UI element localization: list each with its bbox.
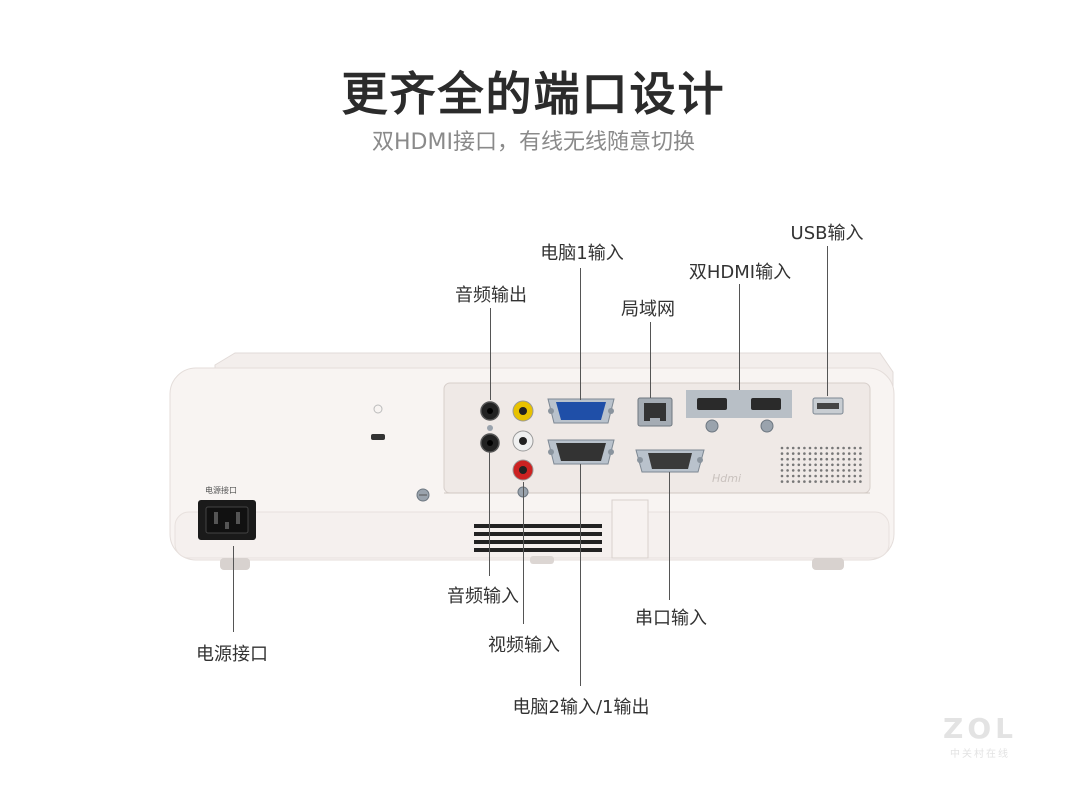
leader-serial bbox=[669, 472, 670, 600]
watermark: ZOL 中关村在线 bbox=[943, 712, 1017, 760]
hdmi-printed-logo: Hdmi bbox=[712, 472, 742, 485]
label-dual-hdmi-in: 双HDMI输入 bbox=[688, 262, 792, 283]
hdmi-port-2 bbox=[751, 398, 781, 410]
leader-audio-out bbox=[490, 308, 491, 400]
label-power-port: 电源接口 bbox=[196, 644, 268, 665]
leader-lan bbox=[650, 322, 651, 398]
vent-slots bbox=[474, 524, 602, 552]
label-usb-in: USB输入 bbox=[790, 223, 864, 244]
power-inlet-printed-label: 电源接口 bbox=[205, 486, 237, 495]
leader-pc2 bbox=[580, 464, 581, 686]
label-serial-in: 串口输入 bbox=[635, 608, 707, 629]
watermark-logo: ZOL bbox=[943, 712, 1017, 745]
leader-hdmi bbox=[739, 284, 740, 390]
watermark-text: 中关村在线 bbox=[950, 749, 1011, 760]
label-lan: 局域网 bbox=[621, 299, 675, 320]
label-audio-out: 音频输出 bbox=[455, 285, 527, 306]
label-audio-in: 音频输入 bbox=[447, 586, 519, 607]
leader-usb bbox=[827, 246, 828, 396]
label-pc2-in-1-out: 电脑2输入/1输出 bbox=[512, 697, 650, 718]
page-title: 更齐全的端口设计 bbox=[341, 67, 726, 121]
foot-left bbox=[220, 558, 250, 570]
security-slot bbox=[371, 434, 385, 440]
leader-audio-in bbox=[489, 452, 490, 576]
hdmi-port-1 bbox=[697, 398, 727, 410]
label-video-in: 视频输入 bbox=[488, 635, 560, 656]
leader-video-in bbox=[523, 482, 524, 624]
speaker-grille bbox=[780, 446, 862, 483]
leader-pc1 bbox=[580, 268, 581, 400]
label-pc1-in: 电脑1输入 bbox=[540, 243, 624, 264]
page-subtitle: 双HDMI接口，有线无线随意切换 bbox=[372, 130, 695, 155]
foot-right bbox=[812, 558, 844, 570]
leader-power bbox=[233, 546, 234, 632]
